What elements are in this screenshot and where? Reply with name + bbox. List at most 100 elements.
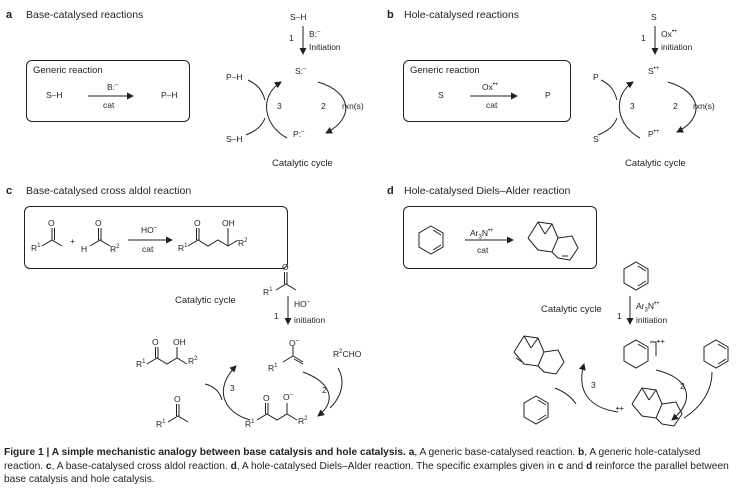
c-initiation: initiation	[294, 315, 326, 325]
panel-b-generic-box	[403, 60, 571, 122]
c-cycle-in-arc	[329, 367, 343, 409]
c-top-r1: R1	[263, 287, 273, 297]
c-enolate-o: O–	[289, 338, 299, 348]
d-cycle-out-arc	[554, 387, 577, 405]
panel-c-title: Base-catalysed cross aldol reaction	[26, 185, 192, 197]
b-p: P	[593, 72, 599, 82]
c-cycle-aldol-product	[146, 347, 188, 365]
c-ketone-r1: R1	[31, 243, 41, 253]
panel-a-letter: a	[6, 9, 13, 21]
c-aldehyde-structure	[89, 228, 111, 247]
c-bottom-ketone-r1: R1	[156, 419, 166, 429]
d-reagent: Ar3N•+	[470, 228, 494, 241]
b-cycle-top: S	[651, 12, 657, 22]
panel-a-box-title: Generic reaction	[33, 65, 103, 76]
a-s-anion: S:–	[295, 66, 307, 76]
d-step-3: 3	[591, 380, 596, 390]
d-adduct-charge: •+	[616, 403, 624, 413]
b-reactant: S	[438, 90, 444, 100]
c-condition: cat	[142, 244, 154, 254]
c-aldehyde-o: O	[95, 218, 102, 228]
b-initiation: initiation	[661, 42, 693, 52]
c-aldehyde-r2: R2	[110, 244, 120, 254]
c-step-3: 3	[230, 383, 235, 393]
a-reagent: B:–	[107, 82, 119, 92]
panel-b-letter: b	[387, 9, 394, 21]
c-cycle-arc-3	[222, 365, 251, 421]
c-ketone-o: O	[48, 218, 55, 228]
a-rxn: rxn(s)	[342, 101, 364, 111]
c-bottom-ketone-o: O	[174, 394, 181, 404]
d-radical-cation-diene	[623, 339, 649, 369]
c-cycle-ketone-bottom	[167, 404, 189, 423]
panel-d-title: Hole-catalysed Diels–Alder reaction	[404, 185, 571, 197]
c-step-1: 1	[274, 311, 279, 321]
panel-c-generic-box	[24, 206, 288, 269]
a-step-1: 1	[289, 33, 294, 43]
c-aldehyde-reagent: R2CHO	[333, 349, 362, 359]
a-reactant: S–H	[46, 90, 63, 100]
c-adduct-r1: R1	[245, 419, 255, 429]
b-step-2: 2	[673, 101, 678, 111]
d-cycle-arc-2	[655, 369, 688, 421]
a-p-anion: P:–	[293, 129, 305, 139]
a-initiator: B:–	[309, 29, 321, 39]
b-cycle-in-arc	[600, 79, 618, 101]
c-product-r1: R1	[178, 243, 188, 253]
d-initiation: initiation	[636, 315, 668, 325]
a-cycle-arc-2	[317, 81, 347, 134]
c-plus: +	[70, 236, 75, 246]
d-cycle-top-diene	[623, 261, 649, 291]
b-condition: cat	[486, 100, 498, 110]
d-step-2: 2	[680, 381, 685, 391]
d-diene-structure	[418, 225, 444, 255]
b-cycle-arc-3	[618, 81, 641, 139]
c-product-r2: R2	[238, 238, 248, 248]
d-step-1: 1	[617, 311, 622, 321]
c-product-o: O	[194, 218, 201, 228]
c-enolate-r1: R1	[268, 363, 278, 373]
c-cycle-out-arc	[204, 383, 223, 401]
panel-a-generic-box	[26, 60, 190, 122]
c-cycle-label: Catalytic cycle	[175, 295, 236, 306]
d-cycle-product-left	[513, 335, 565, 375]
c-alkoxide-adduct	[256, 403, 298, 421]
b-reagent: Ox•+	[482, 82, 499, 92]
c-reagent: HO–	[141, 225, 158, 235]
b-step-3: 3	[630, 101, 635, 111]
d-cycle-label: Catalytic cycle	[541, 304, 602, 315]
a-cycle-label: Catalytic cycle	[272, 158, 333, 169]
b-s: S	[593, 134, 599, 144]
d-initiator: Ar3N•+	[636, 301, 660, 314]
d-bottom-diene	[523, 395, 549, 425]
c-adduct-o: O	[263, 393, 270, 403]
a-sh: S–H	[226, 134, 243, 144]
figure-caption: Figure 1 | A simple mechanistic analogy …	[4, 447, 729, 485]
b-rxn: rxn(s)	[693, 101, 715, 111]
a-cycle-top: S–H	[290, 12, 307, 22]
b-product: P	[545, 90, 551, 100]
d-radical-cation-charge: •+	[657, 336, 665, 346]
d-radical-bracket	[650, 341, 657, 356]
a-cycle-arc-3	[266, 81, 288, 139]
panel-d-letter: d	[387, 185, 394, 197]
b-cycle-arc-2	[667, 81, 697, 133]
a-step-3: 3	[277, 101, 282, 111]
a-condition: cat	[103, 100, 115, 110]
c-adduct-r2: R2	[298, 416, 308, 426]
c-ketone-structure	[41, 228, 63, 247]
d-cycle-adduct-cation	[631, 387, 683, 427]
c-aldol-o: O	[152, 337, 159, 347]
b-s-cation: S•+	[648, 66, 660, 76]
c-initiator: HO–	[294, 299, 311, 309]
c-aldol-r2: R2	[188, 356, 198, 366]
a-product: P–H	[161, 90, 178, 100]
c-product-oh: OH	[222, 218, 235, 228]
b-step-1: 1	[641, 33, 646, 43]
b-cycle-label: Catalytic cycle	[625, 158, 686, 169]
d-cycle-arc-3	[578, 363, 619, 413]
panel-c-letter: c	[6, 185, 13, 197]
a-initiation: Initiation	[309, 42, 341, 52]
panel-b-box-title: Generic reaction	[410, 65, 480, 76]
